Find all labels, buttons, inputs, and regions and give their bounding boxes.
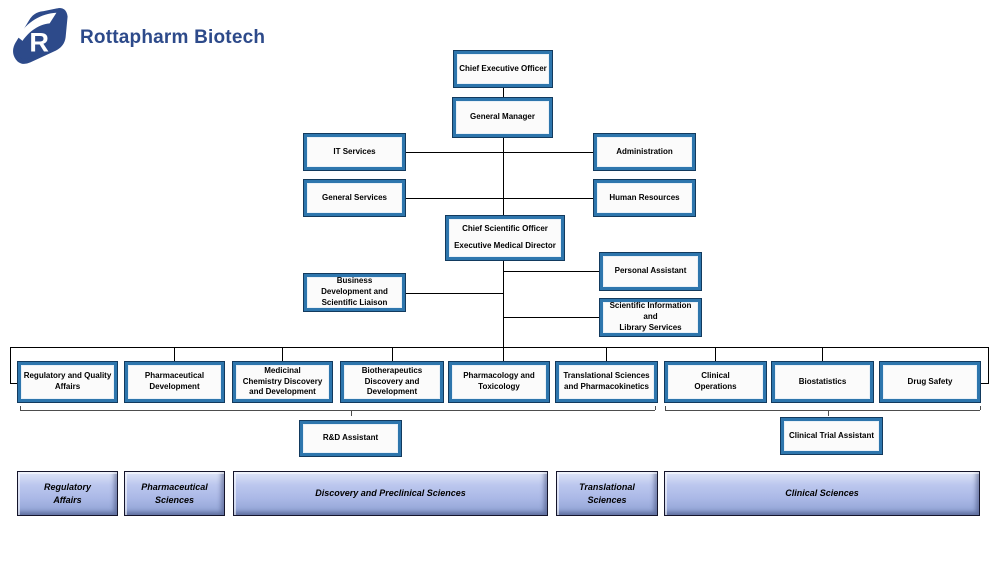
connector-gm-cso xyxy=(503,138,504,215)
node-chief-scientific-officer: Chief Scientific Officer Executive Medic… xyxy=(445,215,565,261)
brace-rd-end-left xyxy=(20,406,21,410)
brace-rd-group xyxy=(20,410,655,411)
connector-scientific-information xyxy=(504,317,599,318)
node-biotherapeutics: Biotherapeutics Discovery and Developmen… xyxy=(340,361,444,403)
area-regulatory-affairs: Regulatory Affairs xyxy=(17,471,118,516)
node-biostatistics: Biostatistics xyxy=(771,361,874,403)
connector-it-admin xyxy=(406,152,593,153)
logo-letter: R xyxy=(29,26,49,57)
area-pharmaceutical-sciences: Pharmaceutical Sciences xyxy=(124,471,225,516)
connector-left-elbow-h xyxy=(10,383,18,384)
brace-clinical-end-right xyxy=(980,406,981,410)
connector-department-span xyxy=(10,347,988,348)
node-rd-assistant: R&D Assistant xyxy=(299,420,402,457)
node-chief-executive-officer: Chief Executive Officer xyxy=(453,50,553,88)
connector-drop-pharmdev xyxy=(174,347,175,361)
connector-drop-clinicalops xyxy=(715,347,716,361)
connector-drop-medchem xyxy=(282,347,283,361)
cso-title-line2: Executive Medical Director xyxy=(454,241,556,250)
cso-title-line1: Chief Scientific Officer xyxy=(462,224,548,234)
area-translational-sciences: Translational Sciences xyxy=(556,471,658,516)
connector-business-development xyxy=(406,293,504,294)
node-clinical-operations: Clinical Operations xyxy=(664,361,767,403)
connector-drop-biotherapeutics xyxy=(392,347,393,361)
node-human-resources: Human Resources xyxy=(593,179,696,217)
connector-cso-down xyxy=(503,261,504,361)
connector-drop-translational xyxy=(606,347,607,361)
connector-ceo-gm xyxy=(503,88,504,97)
node-pharmaceutical-development: Pharmaceutical Development xyxy=(124,361,225,403)
connector-drop-biostatistics xyxy=(822,347,823,361)
node-it-services: IT Services xyxy=(303,133,406,171)
area-discovery-preclinical-sciences: Discovery and Preclinical Sciences xyxy=(233,471,548,516)
connector-left-elbow-v xyxy=(10,347,11,383)
connector-right-elbow-h xyxy=(981,383,989,384)
rottapharm-logo-icon: R xyxy=(13,7,68,64)
brace-rd-end-right xyxy=(655,406,656,410)
brace-clinical-group xyxy=(665,410,980,411)
node-translational-pharmacokinetics: Translational Sciences and Pharmacokinet… xyxy=(555,361,658,403)
brace-clinical-tick xyxy=(828,410,829,416)
node-administration: Administration xyxy=(593,133,696,171)
connector-gs-hr xyxy=(406,198,593,199)
node-regulatory-quality-affairs: Regulatory and Quality Affairs xyxy=(17,361,118,403)
brace-rd-tick xyxy=(351,410,352,416)
node-pharmacology-toxicology: Pharmacology and Toxicology xyxy=(448,361,550,403)
node-clinical-trial-assistant: Clinical Trial Assistant xyxy=(780,417,883,455)
node-drug-safety: Drug Safety xyxy=(879,361,981,403)
node-scientific-information: Scientific Information and Library Servi… xyxy=(599,298,702,337)
node-business-development: Business Development and Scientific Liai… xyxy=(303,273,406,312)
company-title: Rottapharm Biotech xyxy=(80,27,266,48)
connector-right-elbow-v xyxy=(988,347,989,383)
brace-clinical-end-left xyxy=(665,406,666,410)
node-medicinal-chemistry: Medicinal Chemistry Discovery and Develo… xyxy=(232,361,333,403)
area-clinical-sciences: Clinical Sciences xyxy=(664,471,980,516)
node-general-services: General Services xyxy=(303,179,406,217)
connector-personal-assistant xyxy=(504,271,599,272)
node-personal-assistant: Personal Assistant xyxy=(599,252,702,291)
node-general-manager: General Manager xyxy=(452,97,553,138)
